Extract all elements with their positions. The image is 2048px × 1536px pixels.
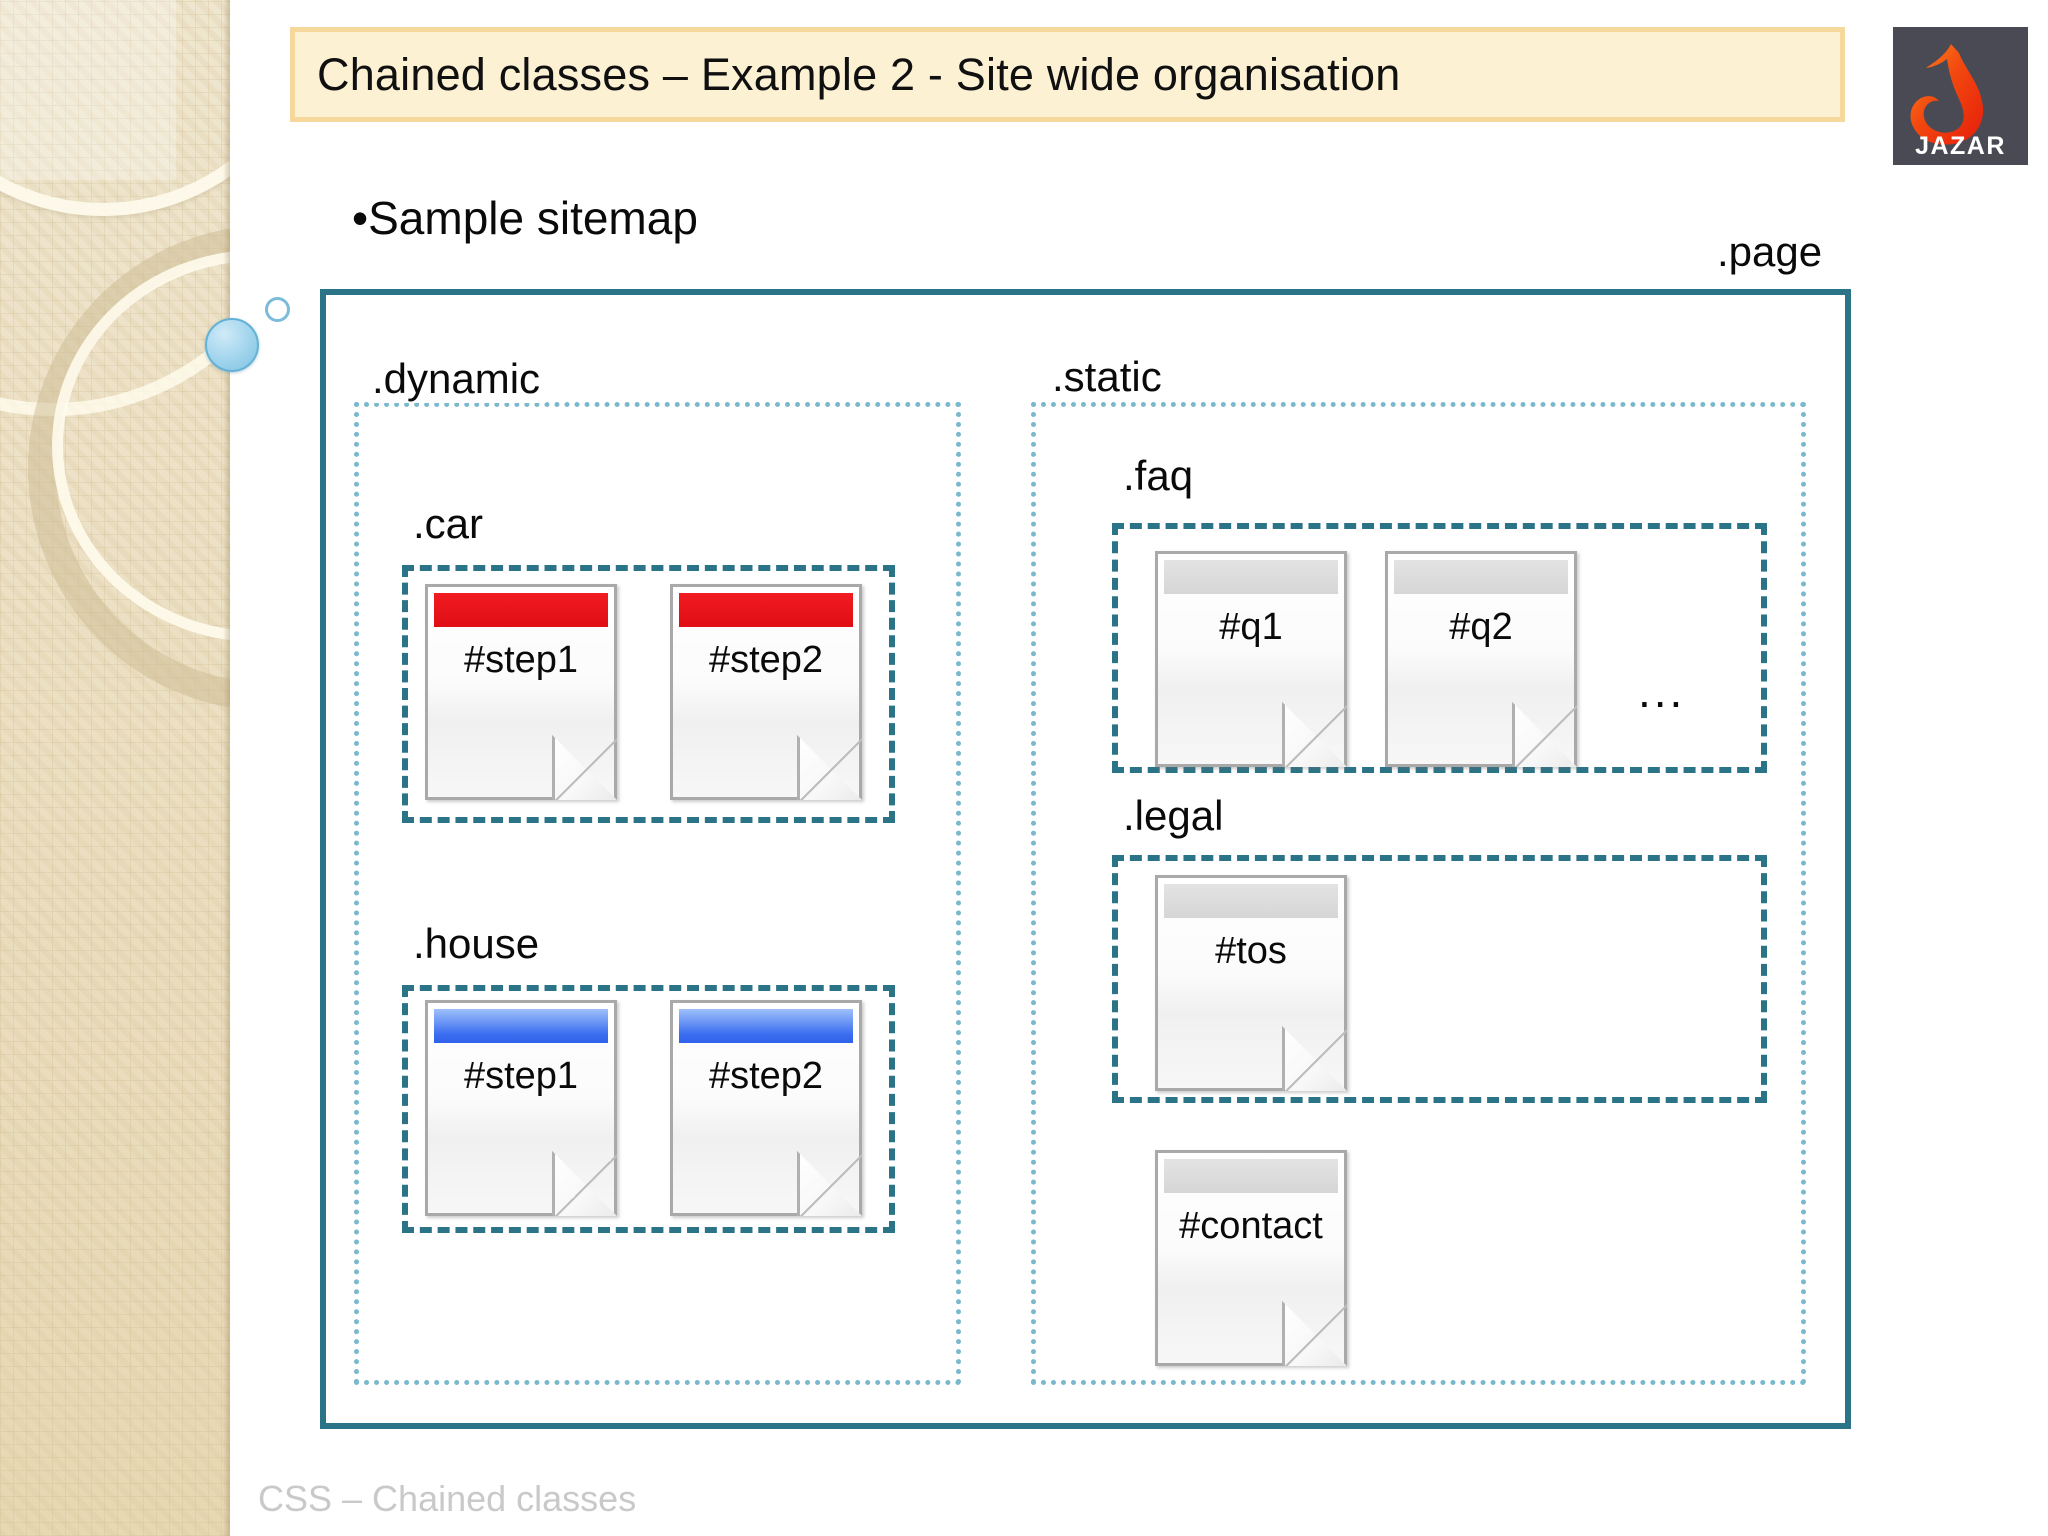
bullet-sample-sitemap: •Sample sitemap (352, 192, 698, 244)
page-title: Chained classes – Example 2 - Site wide … (317, 48, 1401, 100)
page-icon-label: #contact (1179, 1205, 1323, 1247)
page-icon-label: #tos (1215, 930, 1287, 972)
page-icon-contact: #contact (1155, 1150, 1347, 1366)
house-subgroup-box (402, 985, 895, 1233)
page-header-band-gray (1164, 884, 1338, 918)
blue-circle-outline-icon (265, 297, 290, 322)
page-fold-corner-icon (552, 1151, 617, 1216)
page-header-band-gray (1394, 560, 1568, 594)
faq-ellipsis: ... (1638, 665, 1686, 717)
page-icon-label: #step1 (463, 1055, 579, 1097)
slide-footer: CSS – Chained classes (258, 1478, 637, 1519)
dynamic-group-box (354, 402, 961, 1385)
page-icon-faq-q1: #q1 (1155, 551, 1347, 767)
jazar-flame-icon (1910, 44, 1984, 145)
page-header-band-red (434, 593, 608, 627)
page-header-band-gray (1164, 1159, 1338, 1193)
label-dynamic: .dynamic (368, 355, 547, 403)
label-car: .car (408, 500, 489, 548)
page-fold-corner-icon (1282, 1301, 1347, 1366)
page-fold-corner-icon (1282, 1026, 1347, 1091)
page-icon-car-step2: #step2 (670, 584, 862, 800)
legal-subgroup-box (1112, 855, 1767, 1103)
page-icon-label: #q1 (1219, 606, 1283, 648)
label-static: .static (1048, 353, 1168, 401)
jazar-logo: JAZAR (1893, 27, 2028, 165)
page-icon-house-step2: #step2 (670, 1000, 862, 1216)
label-legal: .legal (1118, 792, 1229, 840)
page-icon-label: #step2 (708, 639, 824, 681)
sidebar-edge-shadow (223, 0, 230, 1536)
page-fold-corner-icon (552, 735, 617, 800)
page-header-band-blue (434, 1009, 608, 1043)
blue-sphere-icon (205, 318, 259, 372)
static-group-box (1031, 402, 1806, 1385)
page-icon-house-step1: #step1 (425, 1000, 617, 1216)
page-fold-corner-icon (797, 735, 862, 800)
page-fold-corner-icon (797, 1151, 862, 1216)
page-fold-corner-icon (1282, 702, 1347, 767)
slide-title-bar: Chained classes – Example 2 - Site wide … (290, 27, 1845, 122)
page-header-band-blue (679, 1009, 853, 1043)
jazar-wordmark: JAZAR (1915, 132, 2006, 160)
page-icon-label: #step2 (708, 1055, 824, 1097)
page-icon-label: #step1 (463, 639, 579, 681)
car-subgroup-box (402, 565, 895, 823)
page-icon-faq-q2: #q2 (1385, 551, 1577, 767)
label-house: .house (408, 920, 545, 968)
page-header-band-red (679, 593, 853, 627)
page-icon-car-step1: #step1 (425, 584, 617, 800)
faq-subgroup-box (1112, 523, 1767, 773)
decorative-sidebar (0, 0, 230, 1536)
page-fold-corner-icon (1512, 702, 1577, 767)
page-icon-label: #q2 (1449, 606, 1513, 648)
page-header-band-gray (1164, 560, 1338, 594)
page-icon-legal-tos: #tos (1155, 875, 1347, 1091)
label-faq: .faq (1118, 452, 1199, 500)
label-page: .page (1717, 228, 1823, 275)
